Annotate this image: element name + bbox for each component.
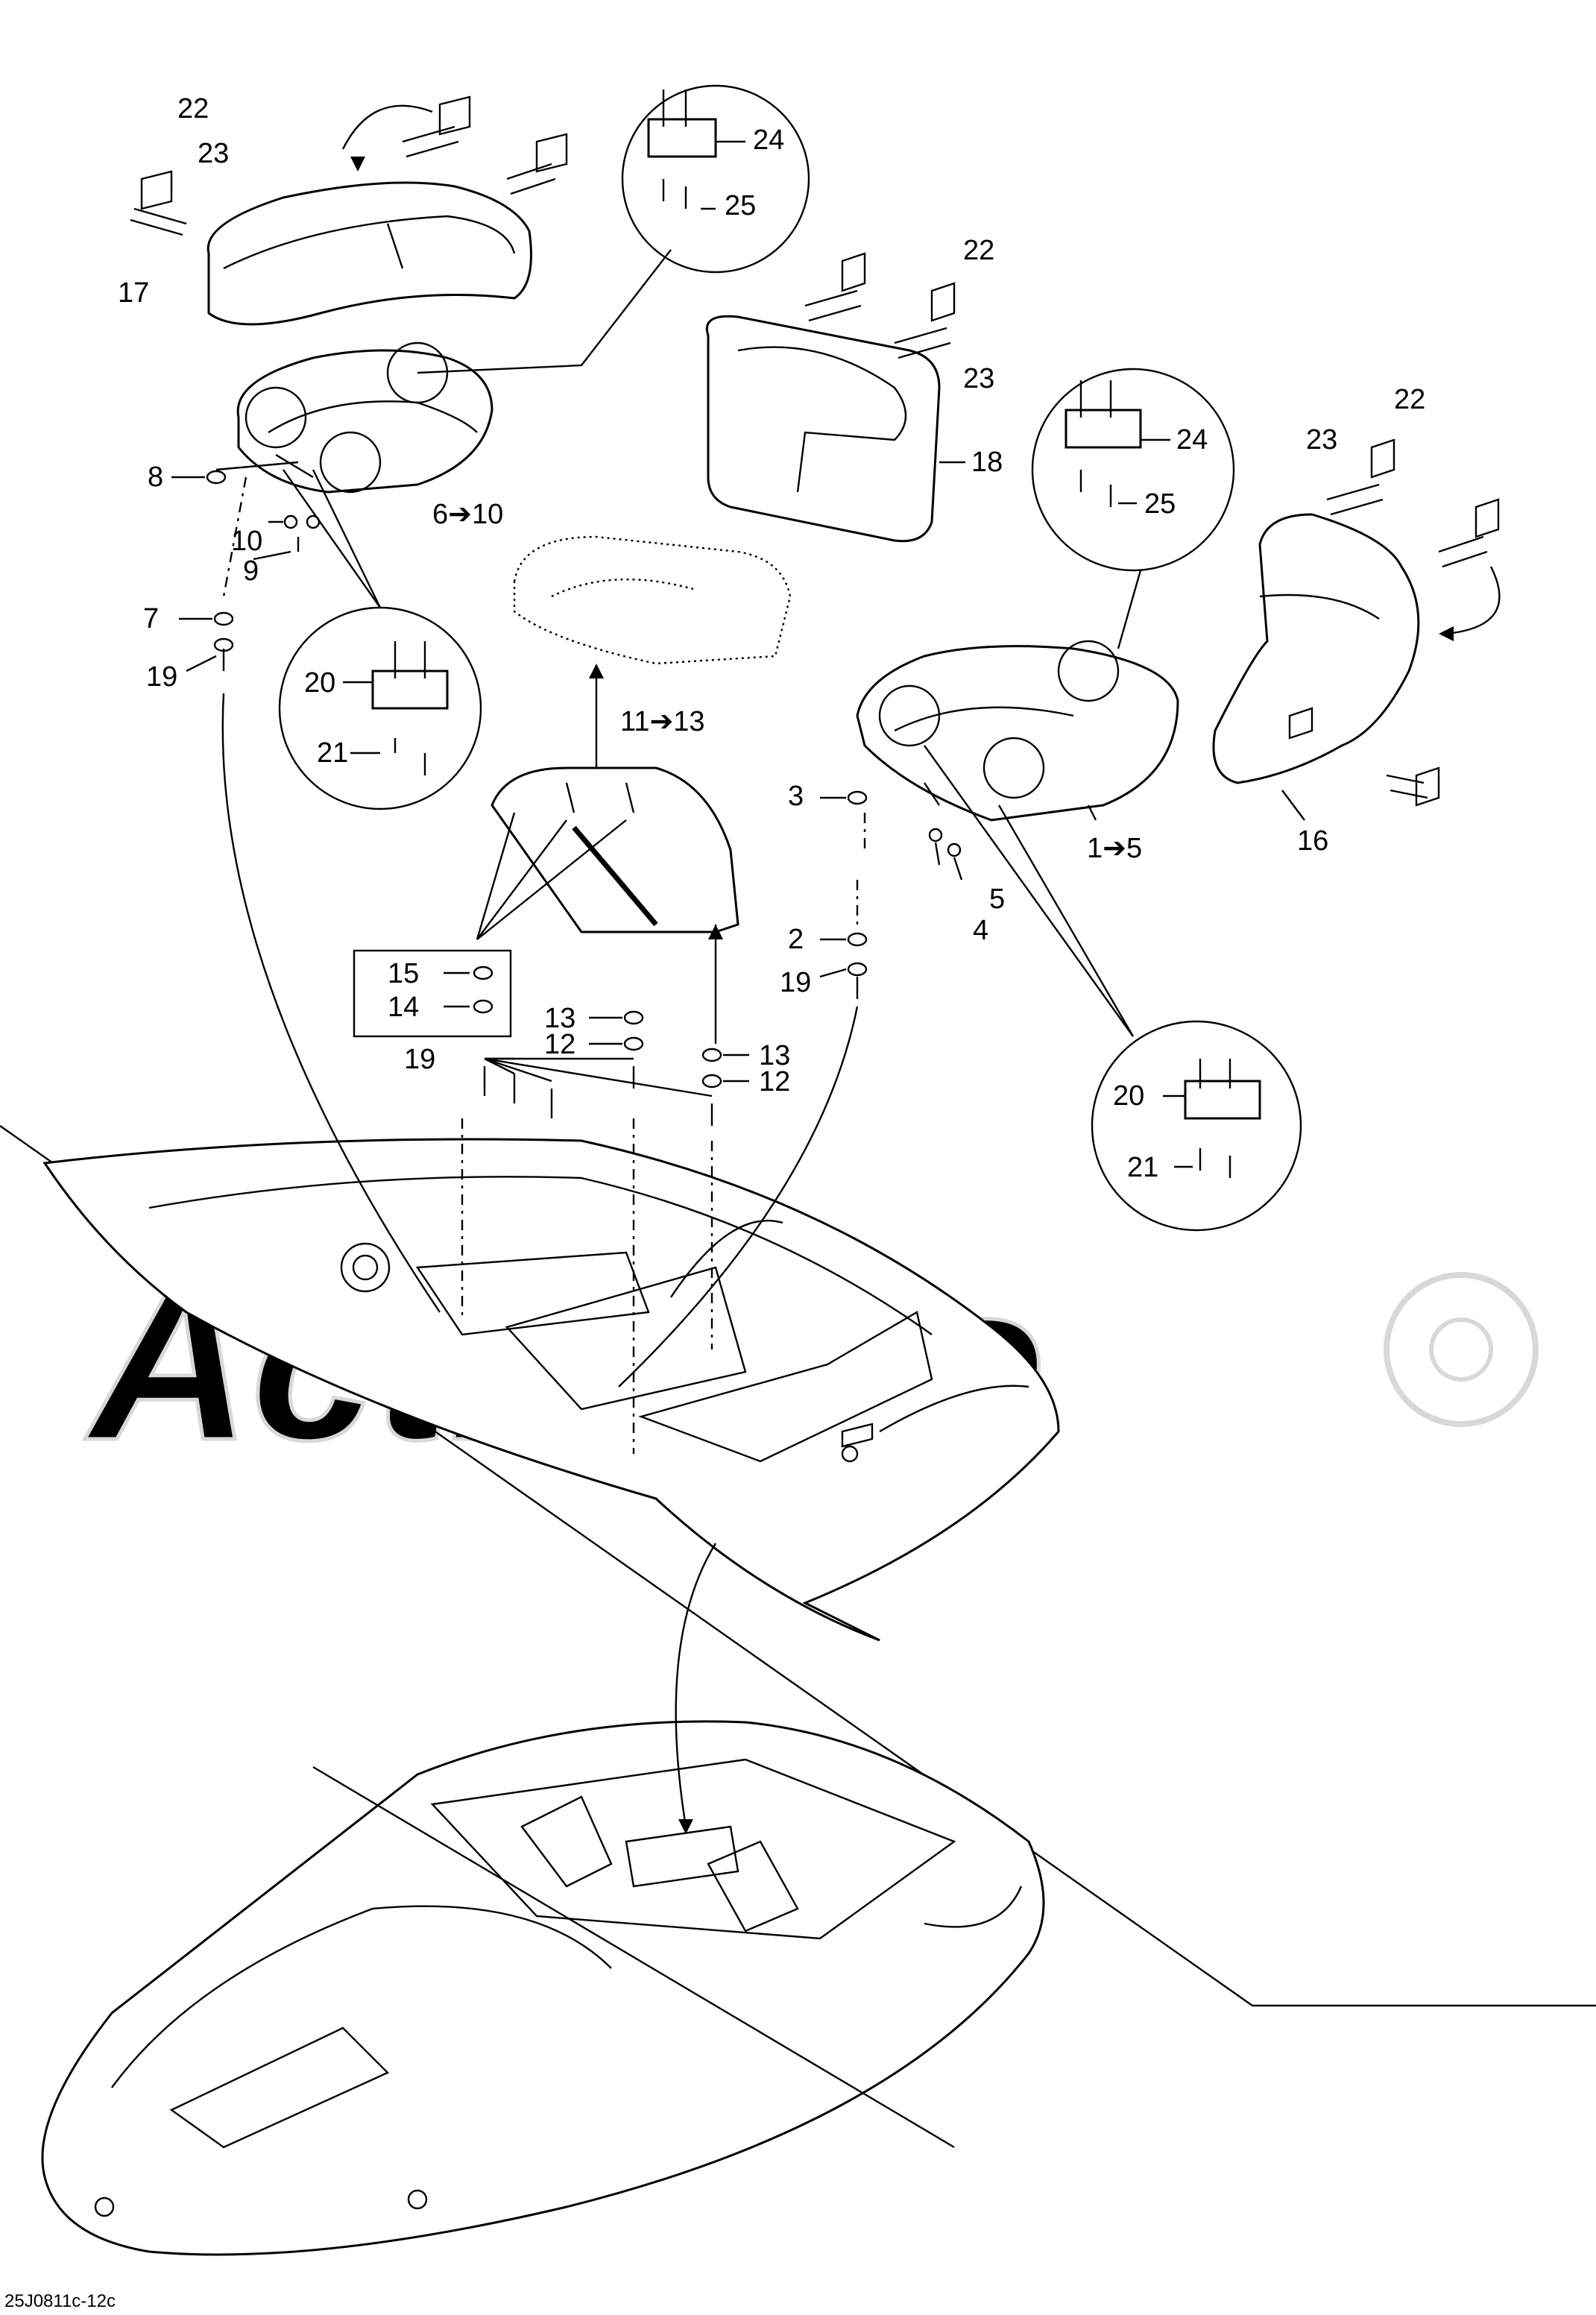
callout-15: 15 — [388, 958, 419, 989]
callout-20-left: 20 — [304, 667, 335, 699]
callout-2: 2 — [788, 924, 804, 955]
callout-24-top: 24 — [753, 125, 784, 156]
detail-24-25-right — [1031, 368, 1235, 649]
callout-19-left: 19 — [146, 661, 177, 693]
drawing-code: 25J0811c-12c — [4, 2291, 116, 2311]
callout-14: 14 — [388, 992, 419, 1023]
callout-4: 4 — [973, 915, 988, 946]
callout-11-to-13: 11➔13 — [620, 706, 705, 737]
callout-25-top: 25 — [725, 190, 756, 221]
callout-23-upper-left: 23 — [198, 138, 229, 169]
assembly-arrows — [675, 1543, 717, 1834]
callout-12-right: 12 — [759, 1066, 790, 1097]
seat-cushion-1-5 — [820, 640, 1179, 881]
fastener-stack-right — [618, 880, 868, 1388]
callout-7: 7 — [143, 603, 159, 634]
callout-3: 3 — [788, 781, 804, 812]
fastener-stack-left — [171, 453, 441, 1313]
center-fasteners — [461, 1010, 749, 1454]
backrest-16 — [1212, 513, 1420, 821]
callout-19-right: 19 — [780, 967, 811, 998]
callout-24-right: 24 — [1176, 424, 1208, 456]
callout-22-middle: 22 — [963, 235, 994, 266]
bracket-set-middle — [804, 252, 956, 359]
callout-23-middle: 23 — [963, 363, 994, 394]
callout-13-right: 13 — [759, 1040, 790, 1071]
seat-cushion-6-10 — [215, 341, 493, 494]
boat-overview — [41, 1720, 1045, 2256]
hull-closeup — [42, 1138, 1060, 1642]
callout-13-center: 13 — [544, 1003, 575, 1034]
callout-23-right: 23 — [1306, 424, 1337, 456]
callout-17: 17 — [118, 277, 149, 309]
callout-19-center: 19 — [404, 1044, 435, 1075]
callout-1-to-5: 1➔5 — [1087, 833, 1142, 864]
seat-base-dotted — [513, 535, 792, 665]
detail-20-21-right — [924, 745, 1302, 1232]
callout-labels: 22 23 17 24 25 22 23 18 24 25 23 22 8 6➔… — [4, 93, 1425, 2311]
watermark-wheel — [1384, 1272, 1539, 1427]
callout-21-left: 21 — [317, 737, 348, 769]
callout-6-to-10: 6➔10 — [432, 499, 503, 530]
callout-22-right: 22 — [1394, 384, 1425, 415]
callout-16: 16 — [1297, 825, 1328, 857]
callout-5: 5 — [989, 884, 1005, 915]
callout-21-right: 21 — [1127, 1152, 1158, 1183]
callout-10: 10 — [231, 526, 262, 557]
callout-20-right: 20 — [1113, 1080, 1144, 1112]
bracket-set-right — [1326, 438, 1501, 807]
seat-frame-11-13 — [476, 664, 739, 1044]
callout-12-center: 12 — [544, 1029, 575, 1060]
callout-9: 9 — [243, 555, 259, 587]
callout-25-right: 25 — [1144, 488, 1176, 520]
backrest-18 — [706, 315, 965, 543]
detail-24-25-top — [417, 84, 810, 374]
backrest-17 — [206, 181, 532, 326]
detail-20-21-left — [278, 469, 482, 810]
callout-22-upper-left: 22 — [177, 93, 209, 125]
parts-box-14-15 — [353, 949, 512, 1038]
callout-8: 8 — [148, 462, 163, 493]
callout-18: 18 — [971, 447, 1003, 478]
bracket-set-upper-left — [130, 95, 568, 236]
